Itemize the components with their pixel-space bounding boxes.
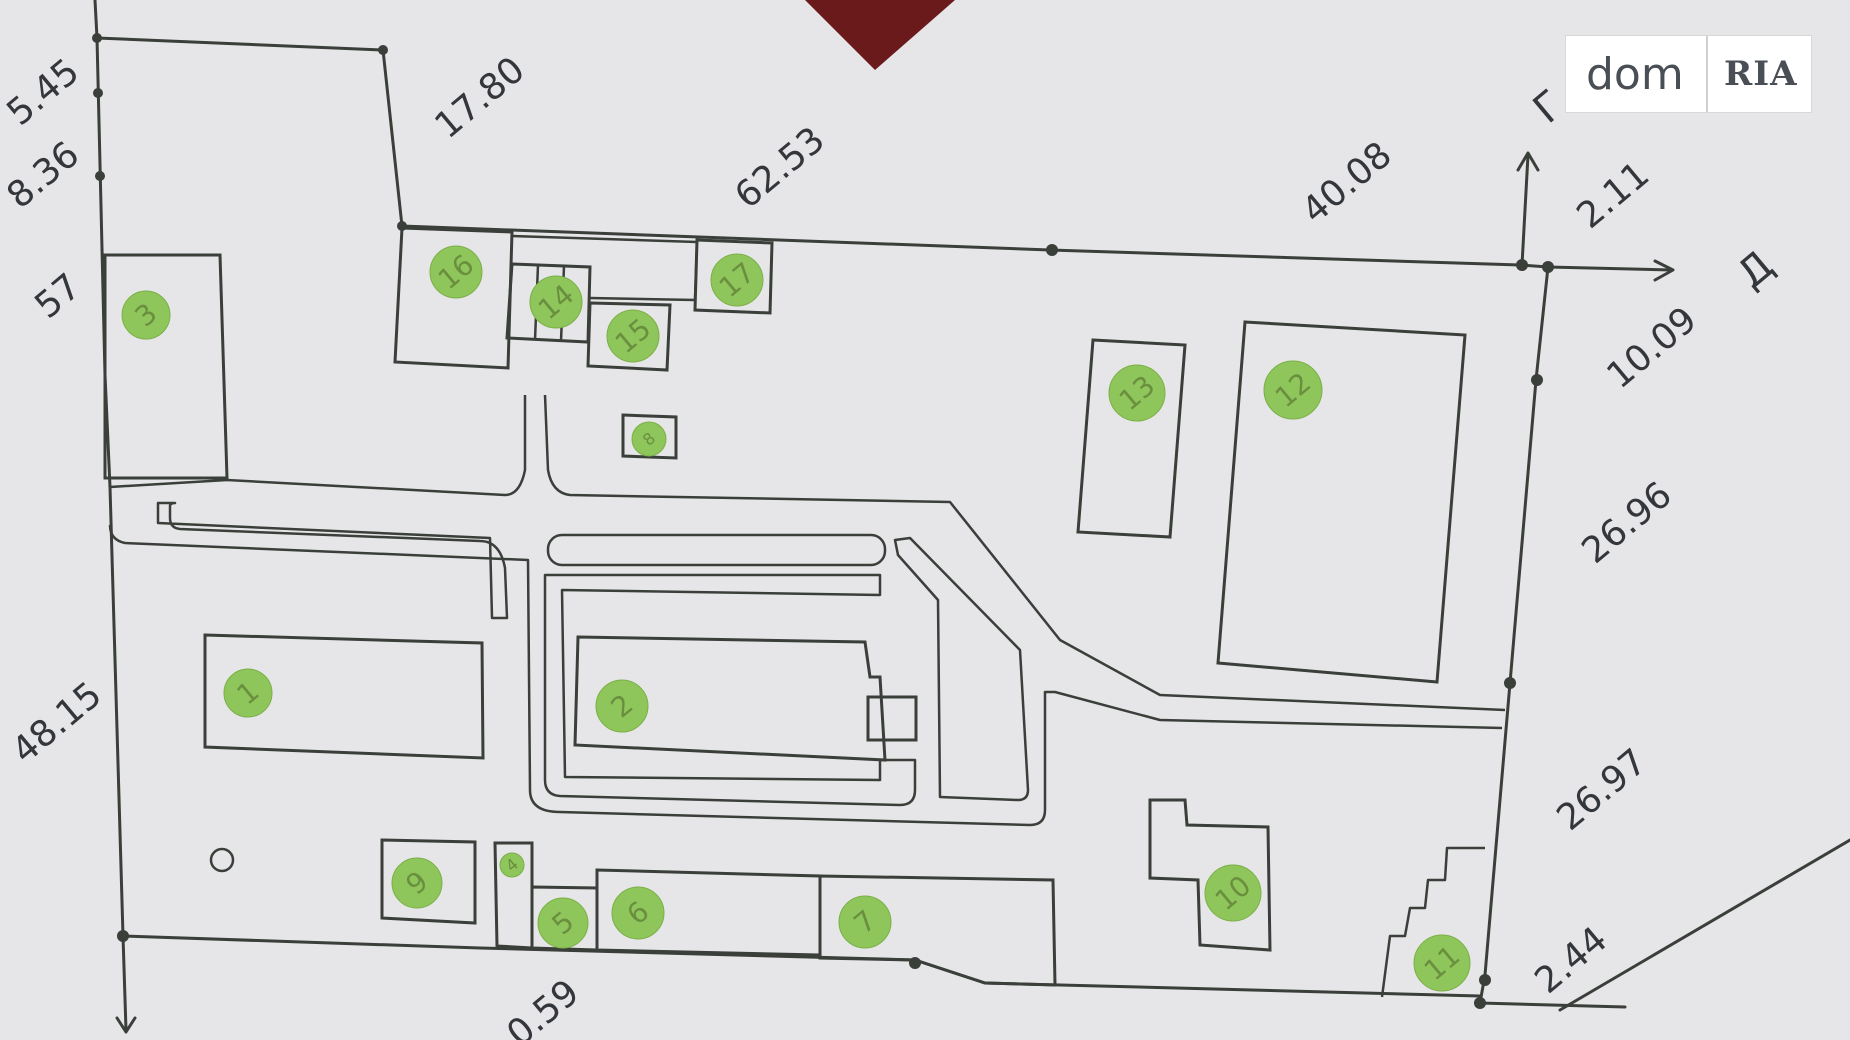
marker-6: 6 — [611, 886, 665, 940]
marker-10: 10 — [1204, 864, 1262, 922]
north-arrow-line — [1520, 153, 1530, 267]
logo-brand-text: dom — [1586, 48, 1684, 100]
east-arrow-line — [1546, 265, 1674, 272]
east-arrow-head — [1653, 259, 1675, 282]
south-arrow-line — [121, 934, 128, 1032]
building-7-outline — [818, 874, 1057, 987]
driveways — [108, 394, 1506, 827]
south-boundary-extension — [1478, 1001, 1627, 1009]
building-3-outline — [103, 253, 229, 480]
marker-14: 14 — [529, 275, 583, 329]
north-arrow-head — [1516, 151, 1540, 172]
dimension-label: 10.09 — [1599, 299, 1704, 397]
marker-17: 17 — [710, 253, 764, 307]
dimension-labels: 5.45 8.36 57 17.80 62.53 40.08 2.11 10.0… — [0, 49, 1782, 1040]
marker-3: 3 — [121, 290, 171, 340]
dom-ria-logo: dom RIA — [1565, 35, 1812, 113]
building-15-outline — [586, 301, 672, 372]
marker-11: 11 — [1413, 934, 1471, 992]
building-11-outline — [1380, 846, 1485, 998]
marker-2: 2 — [595, 679, 649, 733]
boundary-points — [92, 33, 1554, 1009]
marker-7: 7 — [838, 895, 892, 949]
plot-boundary — [95, 36, 1482, 1005]
stamp-corner — [805, 0, 955, 70]
marker-13: 13 — [1108, 364, 1166, 422]
marker-5: 5 — [537, 897, 589, 949]
building-16-outline — [393, 226, 514, 370]
marker-9: 9 — [391, 857, 443, 909]
plot-boundary-north — [400, 224, 1550, 269]
building-12-outline — [1216, 320, 1467, 684]
dimension-label: 40.08 — [1294, 134, 1399, 232]
marker-8: 8 — [631, 421, 667, 457]
south-arrow-head — [115, 1016, 137, 1034]
marker-15: 15 — [606, 309, 660, 363]
dimension-label: 8.36 — [0, 134, 87, 217]
marker-4: 4 — [499, 852, 525, 878]
marker-16: 16 — [429, 245, 483, 299]
annex-16-17-outline — [511, 234, 699, 302]
building-13-outline — [1076, 338, 1187, 539]
logo-seal-text: RIA — [1724, 54, 1798, 94]
dimension-label: 26.96 — [1574, 474, 1679, 572]
neighbour-boundary — [93, 0, 404, 228]
building-9-outline — [380, 838, 477, 925]
building-1-outline — [203, 633, 485, 760]
dimension-label: 26.97 — [1549, 741, 1654, 839]
dimension-label: 17.80 — [427, 49, 532, 147]
marker-1: 1 — [223, 668, 273, 718]
building-10-outline — [1148, 798, 1272, 952]
building-8-outline — [621, 413, 678, 460]
dimension-label: 0.59 — [499, 972, 587, 1040]
dimension-label: 57 — [27, 266, 88, 327]
diagonal-boundary-line — [1558, 838, 1850, 1012]
dimension-label: 5.45 — [0, 51, 87, 134]
marker-12: 12 — [1263, 360, 1323, 420]
corner-label-d: Д — [1729, 242, 1783, 297]
logo-divider — [1706, 36, 1708, 112]
dimension-label: 2.11 — [1569, 154, 1657, 237]
building-2-outline — [573, 635, 918, 762]
dimension-label: 48.15 — [4, 674, 109, 772]
dimension-label: 62.53 — [727, 119, 832, 217]
dimension-label: 2.44 — [1527, 919, 1615, 1002]
